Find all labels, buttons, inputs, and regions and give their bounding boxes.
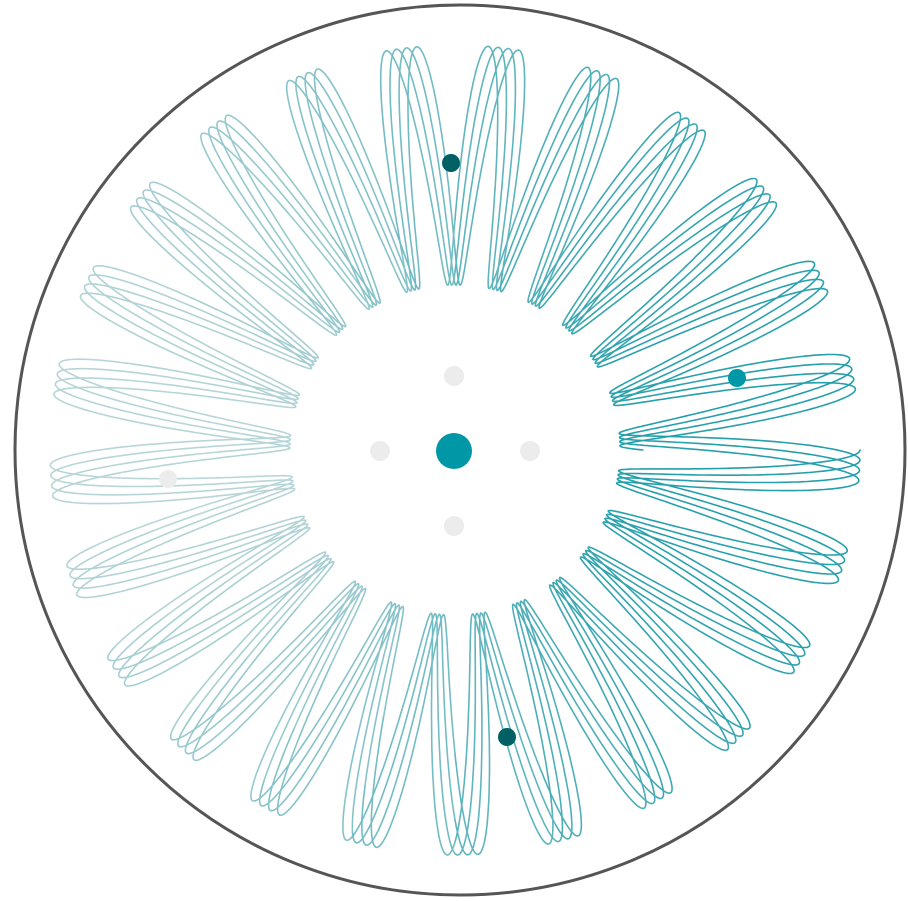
guide-dot	[444, 366, 464, 386]
trace-segment	[225, 115, 346, 327]
trace-segment	[54, 387, 295, 450]
trace-segment	[209, 127, 373, 332]
trace-segment	[560, 577, 721, 793]
trace-segment	[610, 261, 815, 393]
trace-segment	[51, 450, 293, 531]
pen-marker	[159, 470, 177, 488]
pen-marker	[498, 728, 516, 746]
trace-segment	[563, 112, 681, 325]
trace-segment	[93, 266, 299, 396]
trace-segment	[57, 369, 290, 450]
trace-segment	[260, 604, 396, 833]
guide-dot	[444, 516, 464, 536]
pen-marker	[442, 154, 460, 172]
trace-segment	[617, 450, 859, 521]
trace-segment	[620, 383, 855, 450]
trace-segment	[517, 603, 655, 841]
center-hub	[436, 433, 472, 469]
trace-segment	[562, 118, 689, 328]
trace-segment	[455, 46, 522, 288]
guide-dot	[370, 441, 390, 461]
pen-marker	[728, 369, 746, 387]
guide-dot	[520, 441, 540, 461]
trace-segment	[607, 514, 845, 651]
trace-segment	[84, 284, 300, 403]
trace-segment	[524, 600, 633, 836]
trace-segment	[583, 554, 799, 724]
trace-segment	[131, 206, 337, 367]
trace-segment	[550, 585, 729, 758]
